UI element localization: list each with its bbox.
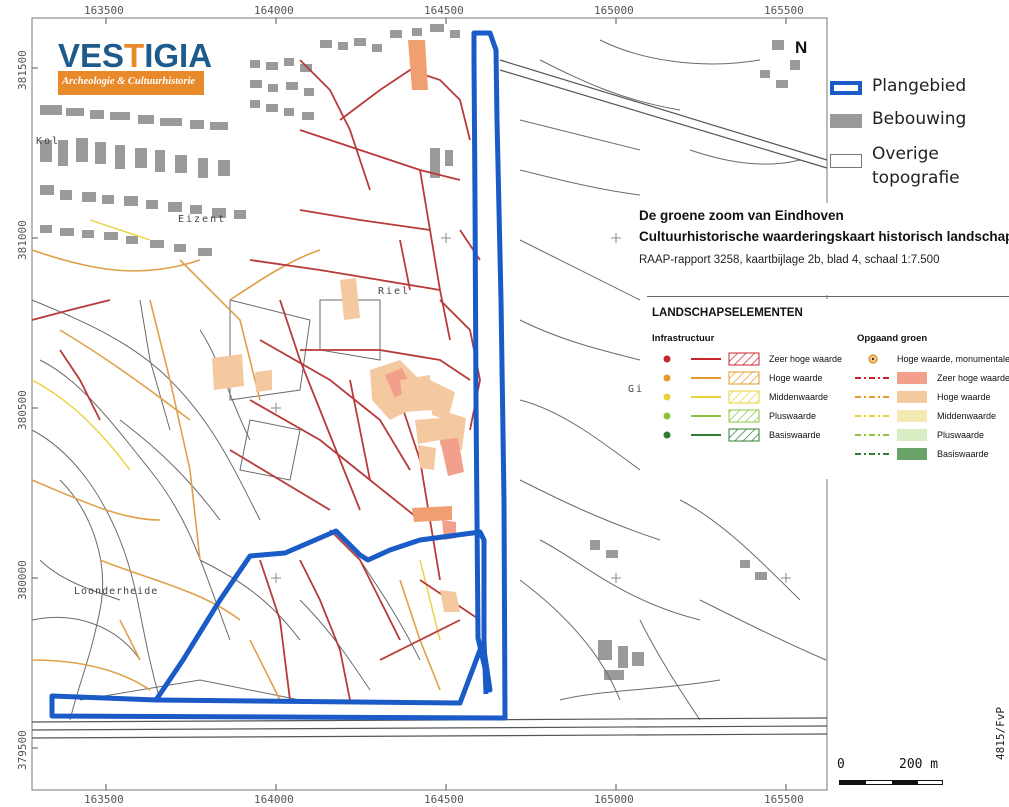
legend-col1-title: Infrastructuur xyxy=(652,333,715,344)
built-up-area xyxy=(40,24,800,680)
scale-segment xyxy=(840,781,866,784)
x-coord-label: 164000 xyxy=(254,793,294,806)
legend-label: Basiswaarde xyxy=(769,430,821,440)
drawing-reference: 4815/FvP xyxy=(994,707,1007,760)
place-label-riel: Riel xyxy=(378,286,410,297)
x-coord-label: 165000 xyxy=(594,4,634,17)
place-label-kol: Kol xyxy=(36,136,60,147)
legend-top: Plangebied Bebouwing Overige topografie xyxy=(828,70,1009,198)
y-coord-label: 381000 xyxy=(16,220,29,260)
legend-heading: LANDSCHAPSELEMENTEN xyxy=(652,307,803,319)
logo-band xyxy=(58,71,204,95)
logo-wordmark-part: T xyxy=(124,37,145,74)
legend-col2-symbols xyxy=(855,354,927,460)
x-coord-label: 163500 xyxy=(84,4,124,17)
plangebied-outline xyxy=(49,30,508,721)
yellow-landscape-lines xyxy=(31,219,441,641)
scale-label-end: 200 m xyxy=(899,757,939,772)
map-report-reference: RAAP-rapport 3258, kaartbijlage 2b, blad… xyxy=(639,254,940,266)
y-coordinates: 381500 381000 380500 380000 379500 xyxy=(16,50,29,770)
x-coord-label: 163500 xyxy=(84,793,124,806)
scale-segment xyxy=(892,781,918,784)
legend-label: Overige topografie xyxy=(872,144,960,188)
y-coord-label: 381500 xyxy=(16,50,29,90)
scale-bar: 0 200 m xyxy=(833,754,973,790)
legend-landschapselementen: LANDSCHAPSELEMENTEN Infrastructuur Opgaa… xyxy=(647,299,1009,479)
orange-landscape-lines xyxy=(31,249,441,701)
y-coord-label: 380000 xyxy=(16,560,29,600)
legend-label: Zeer hoge waarde xyxy=(769,354,843,364)
x-coordinates-top: 163500 164000 164500 165000 165500 xyxy=(84,4,804,17)
legend-label: Middenwaarde xyxy=(769,392,829,402)
legend-symbols xyxy=(663,352,927,460)
y-coord-label: 380500 xyxy=(16,390,29,430)
vestigia-logo: VESTIGIA Archeologie & Cultuurhistorie xyxy=(58,35,212,97)
place-label-gi: Gi xyxy=(628,384,644,395)
overige-swatch xyxy=(830,154,862,168)
scale-label-start: 0 xyxy=(837,757,845,772)
logo-wordmark-part: VES xyxy=(58,37,125,74)
frame-ticks xyxy=(32,18,787,790)
x-coordinates-bottom: 163500 164000 164500 165000 165500 xyxy=(84,793,804,806)
logo-subtitle: Archeologie & Cultuurhistorie xyxy=(62,76,196,87)
y-coord-label: 379500 xyxy=(16,730,29,770)
north-arrow-label: N xyxy=(793,38,810,58)
bebouwing-swatch xyxy=(830,114,862,128)
legend-label: Hoge waarde, monumentale boom xyxy=(897,354,1009,364)
legend-label: Hoge waarde xyxy=(937,392,991,402)
legend-label: Hoge waarde xyxy=(769,373,823,383)
legend-label: Basiswaarde xyxy=(937,449,989,459)
x-coord-label: 164000 xyxy=(254,4,294,17)
map-info-box: De groene zoom van Eindhoven Cultuurhist… xyxy=(633,203,1009,295)
legend-item-bebouwing: Bebouwing xyxy=(830,109,966,129)
place-label-eizent: Eizent xyxy=(178,214,226,225)
legend-label: Zeer hoge waarde xyxy=(937,373,1009,383)
map-subtitle: Cultuurhistorische waarderingskaart hist… xyxy=(639,229,1009,244)
scale-bar-graphic xyxy=(839,780,943,785)
landscape-parcels xyxy=(212,40,466,612)
legend-item-plangebied: Plangebied xyxy=(830,76,966,96)
x-coord-label: 165000 xyxy=(594,793,634,806)
legend-label: Middenwaarde xyxy=(937,411,997,421)
x-coord-label: 165500 xyxy=(764,793,804,806)
place-label-loonderheide: Loonderheide xyxy=(74,586,158,597)
legend-label: Pluswaarde xyxy=(769,411,817,421)
x-coord-label: 164500 xyxy=(424,793,464,806)
legend-col1-symbols xyxy=(663,352,760,442)
legend-label: Bebouwing xyxy=(872,109,967,129)
legend-item-overige: Overige topografie xyxy=(830,142,1008,190)
legend-col2-title: Opgaand groen xyxy=(857,333,928,344)
legend-label: Pluswaarde xyxy=(937,430,985,440)
legend-label: Plangebied xyxy=(872,76,967,96)
topography-lines xyxy=(31,39,827,721)
x-coord-label: 165500 xyxy=(764,4,804,17)
logo-wordmark: VESTIGIA xyxy=(58,37,212,75)
divider xyxy=(647,296,1009,297)
logo-wordmark-part: IGIA xyxy=(144,37,213,74)
map-title: De groene zoom van Eindhoven xyxy=(639,208,844,223)
x-coord-label: 164500 xyxy=(424,4,464,17)
plangebied-swatch xyxy=(830,81,862,95)
